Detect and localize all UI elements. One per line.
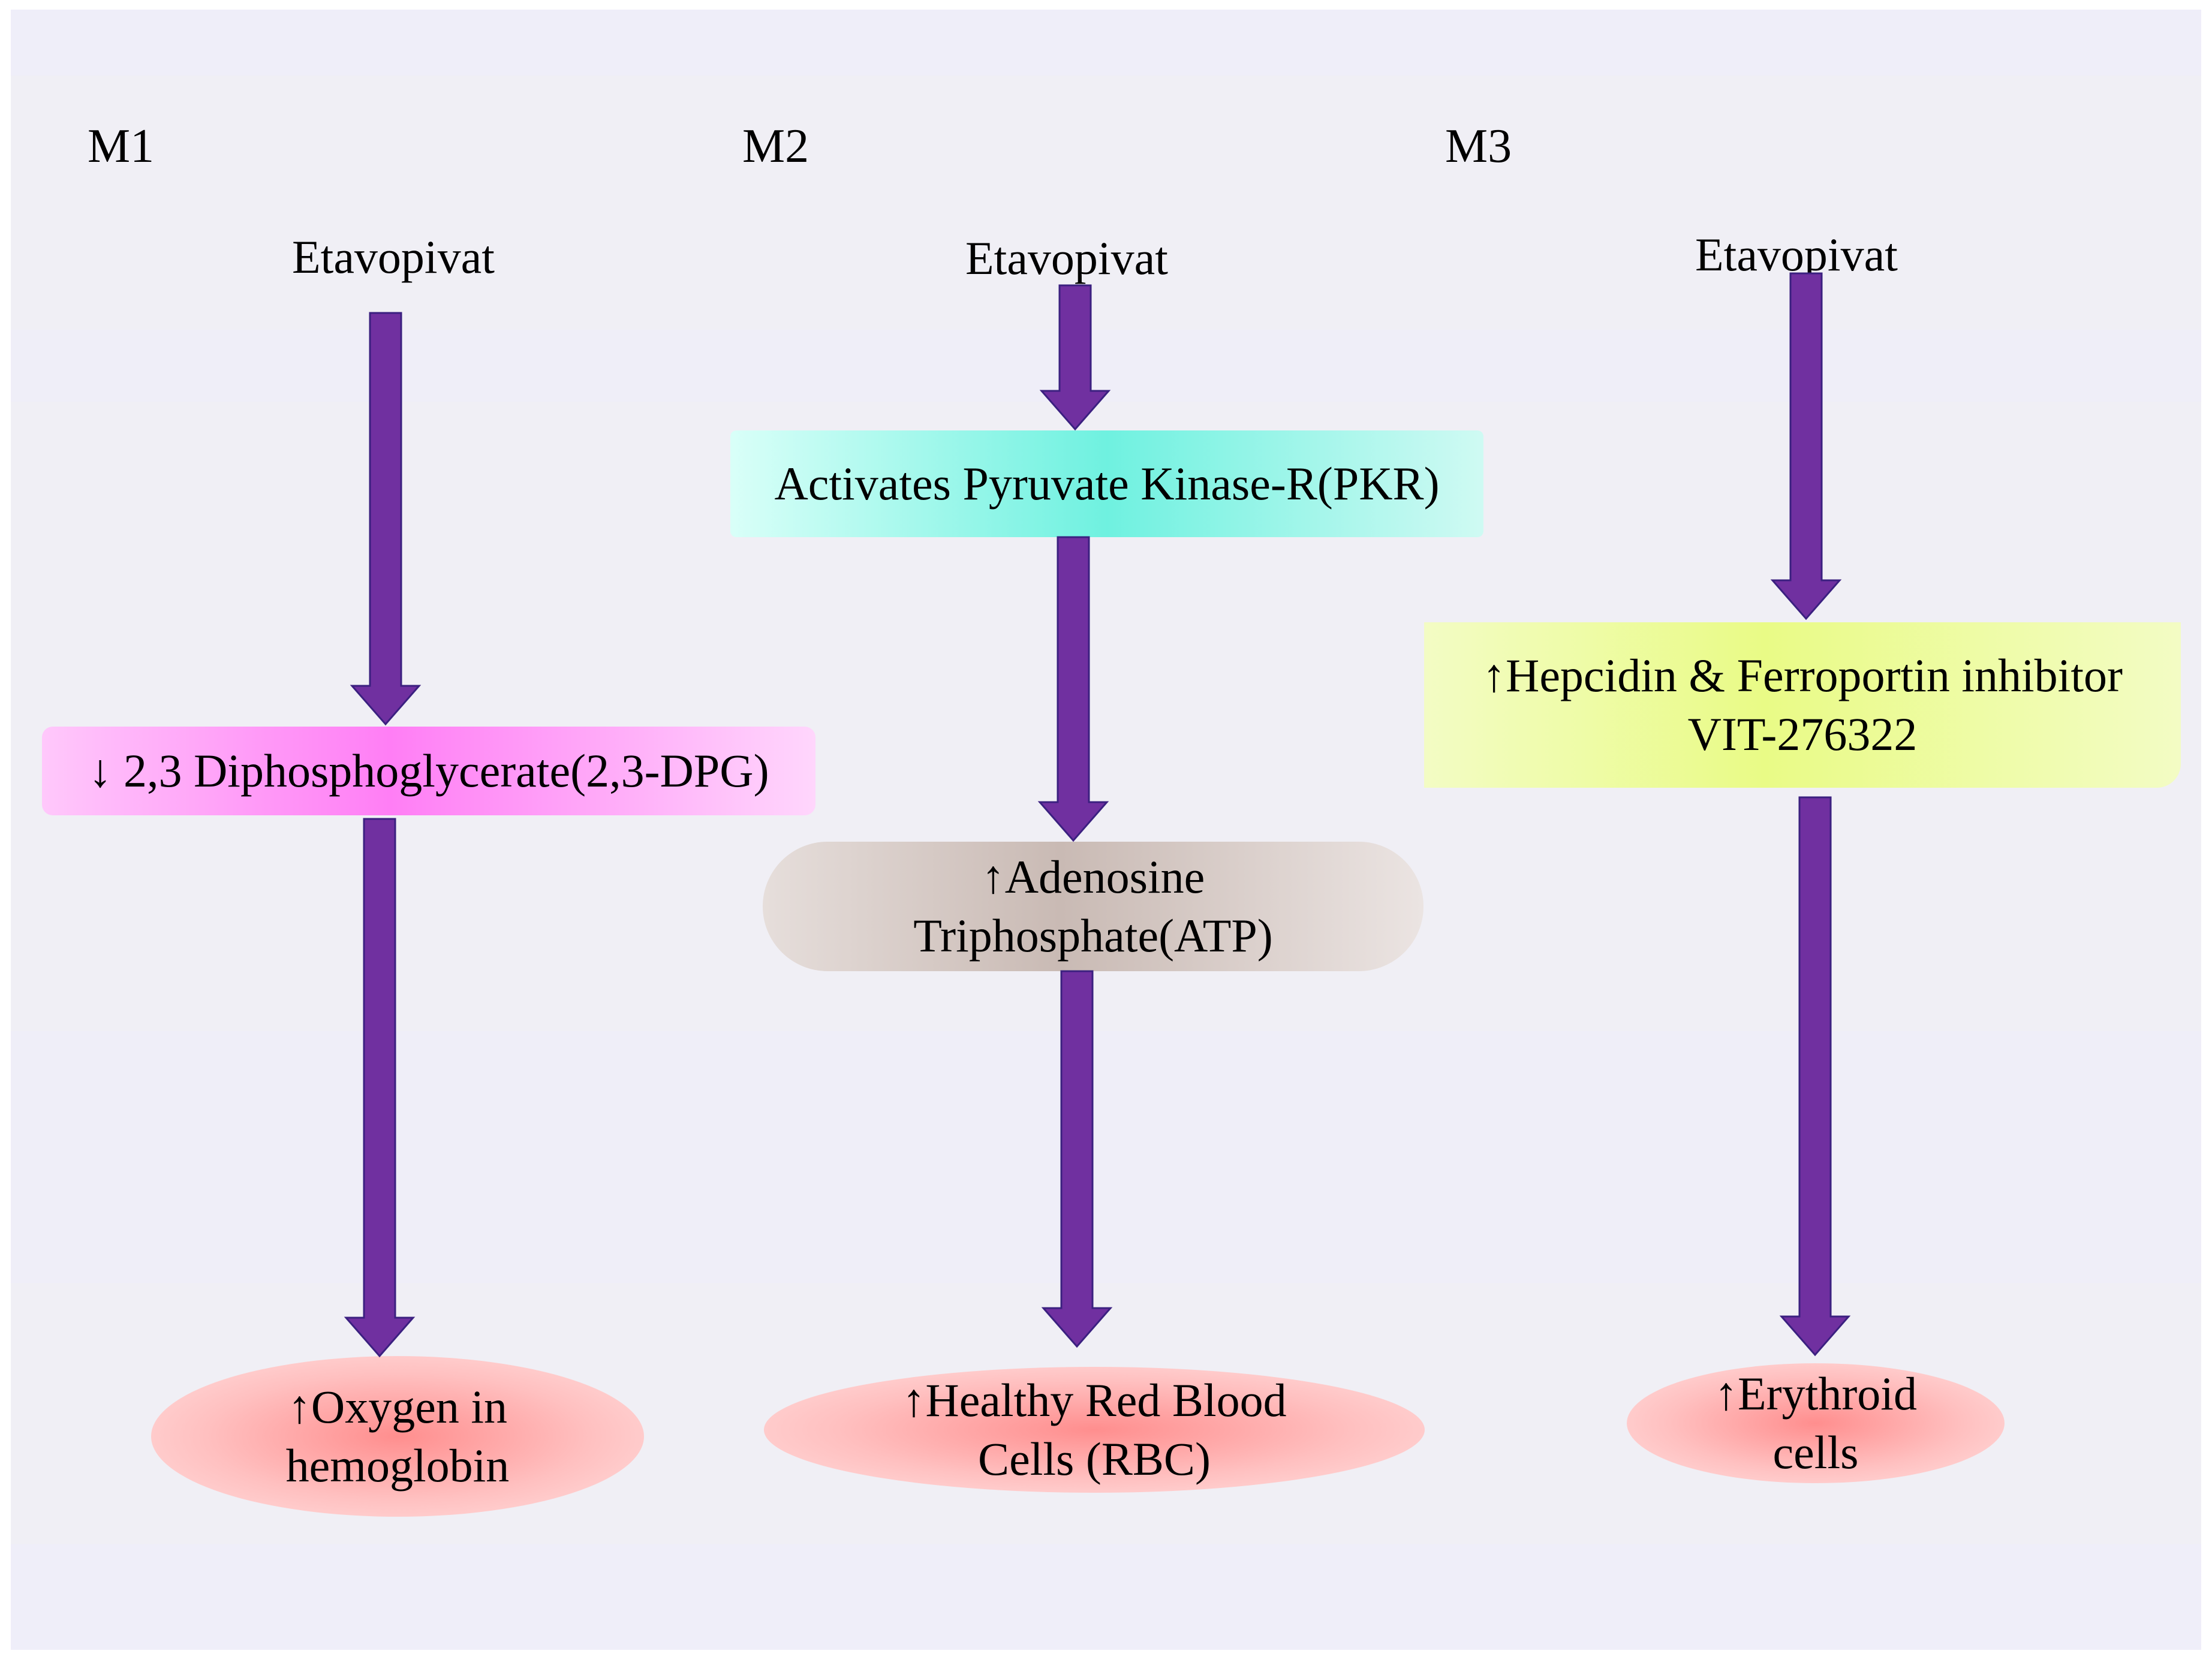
arrow-m3-hepcidin-to-erythroid — [1779, 796, 1851, 1357]
atp-box: ↑Adenosine Triphosphate(ATP) — [763, 842, 1423, 971]
erythroid-outcome-ellipse: ↑Erythroid cells — [1627, 1363, 2005, 1483]
column-label-m3: M3 — [1445, 120, 1512, 173]
column-label-m1: M1 — [88, 120, 155, 173]
arrow-m1-drug-to-dpg — [350, 312, 422, 726]
dpg-box: ↓ 2,3 Diphosphoglycerate(2,3-DPG) — [42, 727, 815, 815]
arrow-m1-dpg-to-oxygen — [344, 818, 416, 1358]
arrow-m2-pkr-to-atp — [1037, 536, 1109, 842]
arrow-m2-atp-to-rbc — [1041, 970, 1113, 1348]
rbc-outcome-ellipse: ↑Healthy Red Blood Cells (RBC) — [764, 1367, 1425, 1493]
arrow-m2-drug-to-pkr — [1039, 284, 1111, 431]
drug-name-m2: Etavopivat — [965, 232, 1168, 284]
oxygen-outcome-ellipse: ↑Oxygen in hemoglobin — [151, 1356, 644, 1517]
pkr-box: Activates Pyruvate Kinase-R(PKR) — [730, 430, 1483, 537]
hepcidin-box: ↑Hepcidin & Ferroportin inhibitor VIT-27… — [1424, 622, 2181, 788]
drug-name-m3: Etavopivat — [1695, 228, 1898, 281]
arrow-m3-drug-to-hepcidin — [1770, 272, 1842, 620]
drug-name-m1: Etavopivat — [292, 231, 495, 283]
column-label-m2: M2 — [742, 120, 809, 173]
